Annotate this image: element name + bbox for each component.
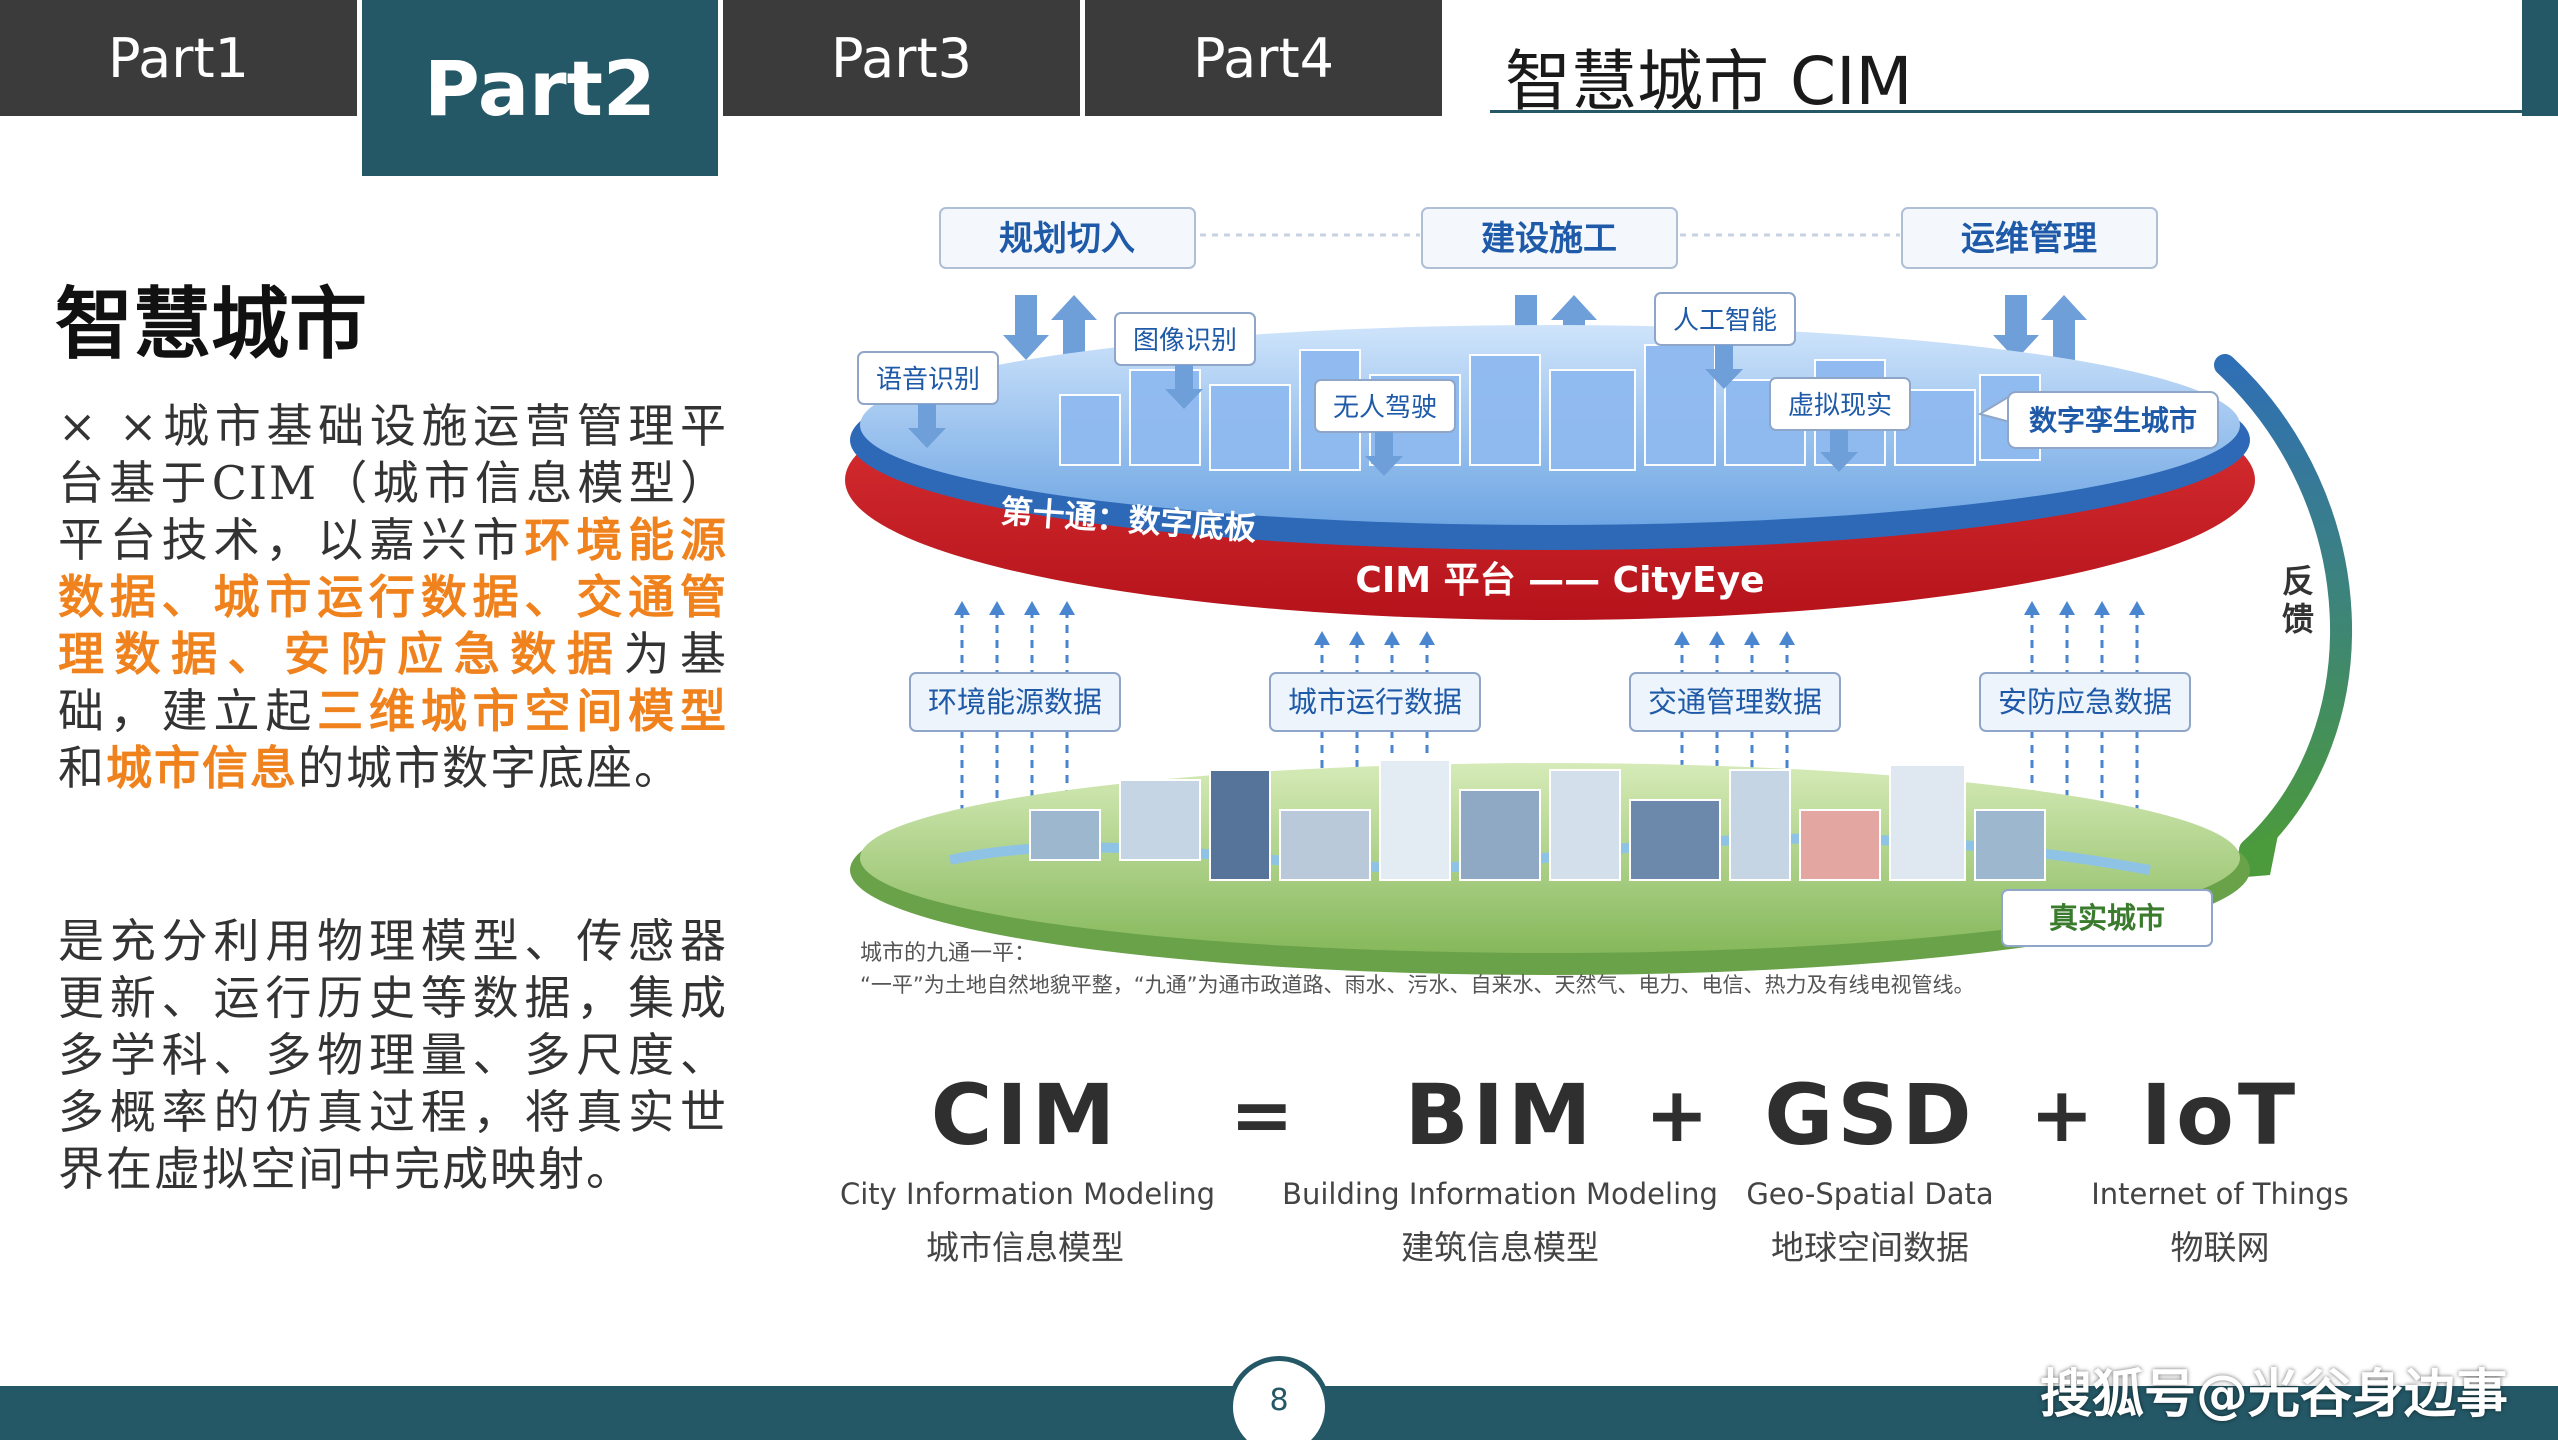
tech-label-vr: 虚拟现实 <box>1769 377 1911 472</box>
feedback-label: 馈 <box>2282 600 2314 638</box>
cim-equation: CIM City Information Modeling 城市信息模型 = B… <box>840 1065 2360 1295</box>
digital-buildings <box>1059 344 2041 471</box>
equation-term-gsd: GSD Geo-Spatial Data 地球空间数据 <box>1720 1065 2020 1269</box>
stage-label: 建设施工 <box>1481 219 1617 259</box>
data-source-environment: 环境能源数据 <box>909 672 1121 732</box>
cim-diagram: 规划切入 建设施工 运维管理 语音识别 <box>845 207 2352 997</box>
tab-part4[interactable]: Part4 <box>1085 0 1442 116</box>
digital-twin-paragraph: 是充分利用物理模型、传感器更新、运行历史等数据，集成多学科、多物理量、多尺度、多… <box>58 914 728 1196</box>
real-buildings <box>1029 759 2046 881</box>
term-english: City Information Modeling <box>840 1177 1216 1211</box>
tech-label-ai: 人工智能 <box>1654 292 1796 389</box>
stage-box-construction: 建设施工 <box>1421 207 1678 269</box>
page-number-text: 8 <box>1269 1383 1289 1418</box>
real-city-callout: 真实城市 <box>2001 889 2213 947</box>
tab-label: Part1 <box>108 26 249 90</box>
stage-box-planning: 规划切入 <box>939 207 1196 269</box>
para-text: 的城市数字底座。 <box>298 741 682 795</box>
tab-label: Part4 <box>1193 26 1334 90</box>
section-title: 智慧城市 <box>55 280 368 370</box>
equation-term-cim: CIM City Information Modeling 城市信息模型 <box>840 1065 1216 1269</box>
equation-term-bim: BIM Building Information Modeling 建筑信息模型 <box>1280 1065 1720 1269</box>
tech-label-text: 虚拟现实 <box>1788 391 1892 421</box>
data-source-security: 安防应急数据 <box>1979 672 2191 732</box>
term-english: Building Information Modeling <box>1282 1177 1718 1211</box>
note-body: “一平”为土地自然地貌平整，“九通”为通市政道路、雨水、污水、自来水、天然气、电… <box>860 973 1975 997</box>
equation-term-iot: IoT Internet of Things 物联网 <box>2080 1065 2360 1269</box>
term-chinese: 物联网 <box>2170 1228 2270 1267</box>
tab-part1[interactable]: Part1 <box>0 0 357 116</box>
para-text: × ×城市基础设施运营管理平台基于CIM（城市信息模型）平台技术，以嘉兴市 <box>58 399 728 567</box>
intro-paragraph: × ×城市基础设施运营管理平台基于CIM（城市信息模型）平台技术，以嘉兴市环境能… <box>58 398 728 797</box>
para-highlight-city-info: 城市信息 <box>106 741 298 795</box>
feedback-label: 反 <box>2282 562 2314 600</box>
term-abbr: BIM <box>1404 1066 1596 1164</box>
stage-label: 运维管理 <box>1961 219 2097 259</box>
tech-label-text: 人工智能 <box>1673 306 1777 336</box>
plus-sign: + <box>2030 1070 2094 1159</box>
para-highlight-data-sources: 环境能源数据、城市运行数据、交通管理数据、安防应急数据 <box>58 513 729 681</box>
tab-label: Part2 <box>424 43 656 133</box>
data-source-label: 城市运行数据 <box>1288 685 1462 719</box>
tech-label-speech: 语音识别 <box>857 351 999 448</box>
para-text: 和 <box>58 741 106 795</box>
para-text: 为基础，建立起 <box>58 627 729 738</box>
tab-part3[interactable]: Part3 <box>723 0 1080 116</box>
stage-box-operations: 运维管理 <box>1901 207 2158 269</box>
digital-twin-label: 数字孪生城市 <box>2029 404 2197 437</box>
data-source-label: 安防应急数据 <box>1998 685 2172 719</box>
note-title: 城市的九通一平： <box>860 941 1036 966</box>
term-english: Geo-Spatial Data <box>1746 1177 1994 1211</box>
plus-sign: + <box>1645 1070 1709 1159</box>
data-upflow-heads <box>954 601 2145 645</box>
para-highlight-3d-model: 三维城市空间模型 <box>317 684 729 738</box>
data-source-city-operation: 城市运行数据 <box>1269 672 1481 732</box>
tab-part2[interactable]: Part2 <box>362 0 718 176</box>
term-abbr: IoT <box>2140 1066 2300 1164</box>
tech-label-image: 图像识别 <box>1114 312 1256 409</box>
tech-label-text: 无人驾驶 <box>1333 393 1437 423</box>
header-underline <box>1490 110 2525 113</box>
equals-sign: = <box>1230 1070 1294 1159</box>
data-source-label: 交通管理数据 <box>1648 685 1822 719</box>
real-city-label: 真实城市 <box>2049 901 2165 935</box>
header-edge-accent <box>2522 0 2558 116</box>
term-chinese: 城市信息模型 <box>926 1228 1124 1267</box>
tech-label-text: 图像识别 <box>1133 326 1237 356</box>
term-abbr: GSD <box>1764 1066 1976 1164</box>
feedback-arc <box>2214 354 2352 861</box>
data-source-label: 环境能源数据 <box>928 685 1102 719</box>
tech-label-autonomous: 无人驾驶 <box>1314 379 1456 476</box>
tech-label-text: 语音识别 <box>876 365 980 395</box>
term-chinese: 地球空间数据 <box>1771 1228 1969 1267</box>
term-abbr: CIM <box>930 1066 1120 1164</box>
data-source-traffic: 交通管理数据 <box>1629 672 1841 732</box>
digital-twin-callout: 数字孪生城市 <box>1977 391 2219 449</box>
header-title: 智慧城市 CIM <box>1505 43 1913 120</box>
term-chinese: 建筑信息模型 <box>1401 1228 1599 1267</box>
stage-label: 规划切入 <box>999 219 1135 259</box>
term-english: Internet of Things <box>2091 1177 2349 1211</box>
page-number: 8 <box>1228 1356 1330 1440</box>
platform-label: CIM 平台 —— CityEye <box>1355 560 1764 601</box>
tab-label: Part3 <box>831 26 972 90</box>
watermark: 搜狐号@光谷身边事 <box>2039 1365 2508 1425</box>
